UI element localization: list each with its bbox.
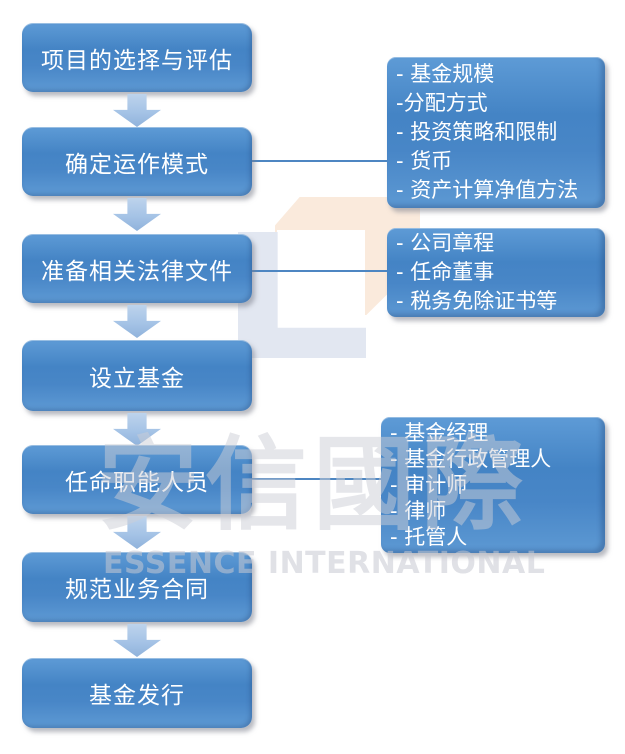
down-arrow-icon [113, 198, 161, 231]
flow-step-4: 设立基金 [22, 340, 252, 411]
annotation-box-operating-model: - 基金规模 -分配方式 - 投资策略和限制 - 货币 - 资产计算净值方法 [387, 57, 605, 208]
down-arrow-icon [113, 413, 161, 446]
annotation-item: - 货币 [396, 149, 453, 173]
flow-step-5: 任命职能人员 [22, 445, 252, 514]
flow-step-3: 准备相关法律文件 [22, 234, 252, 303]
annotation-item: - 任命董事 [396, 260, 495, 284]
connector-line-personnel [252, 478, 381, 480]
annotation-item: - 资产计算净值方法 [396, 178, 579, 202]
annotation-item: - 基金经理 [390, 421, 489, 445]
annotation-item: - 税务免除证书等 [396, 289, 558, 313]
annotation-item: - 公司章程 [396, 231, 495, 255]
annotation-item: - 投资策略和限制 [396, 120, 558, 144]
connector-line-operating-model [252, 160, 387, 162]
flow-step-6: 规范业务合同 [22, 552, 252, 622]
down-arrow-icon [113, 624, 161, 657]
annotation-item: -分配方式 [396, 91, 488, 115]
down-arrow-icon [113, 94, 161, 127]
annotation-item: - 基金规模 [396, 62, 495, 86]
annotation-item: - 托管人 [390, 525, 468, 549]
flow-step-2: 确定运作模式 [22, 127, 252, 196]
annotation-box-personnel: - 基金经理 - 基金行政管理人 - 审计师 - 律师 - 托管人 [381, 417, 605, 553]
annotation-box-legal-docs: - 公司章程 - 任命董事 - 税务免除证书等 [387, 228, 605, 317]
flow-step-7: 基金发行 [22, 658, 252, 728]
down-arrow-icon [113, 516, 161, 549]
connector-line-legal-docs [252, 270, 387, 272]
annotation-item: - 基金行政管理人 [390, 447, 552, 471]
down-arrow-icon [113, 305, 161, 338]
annotation-item: - 审计师 [390, 473, 468, 497]
annotation-item: - 律师 [390, 499, 447, 523]
logo-cube-white-center [277, 230, 365, 316]
flow-step-1: 项目的选择与评估 [22, 23, 252, 92]
